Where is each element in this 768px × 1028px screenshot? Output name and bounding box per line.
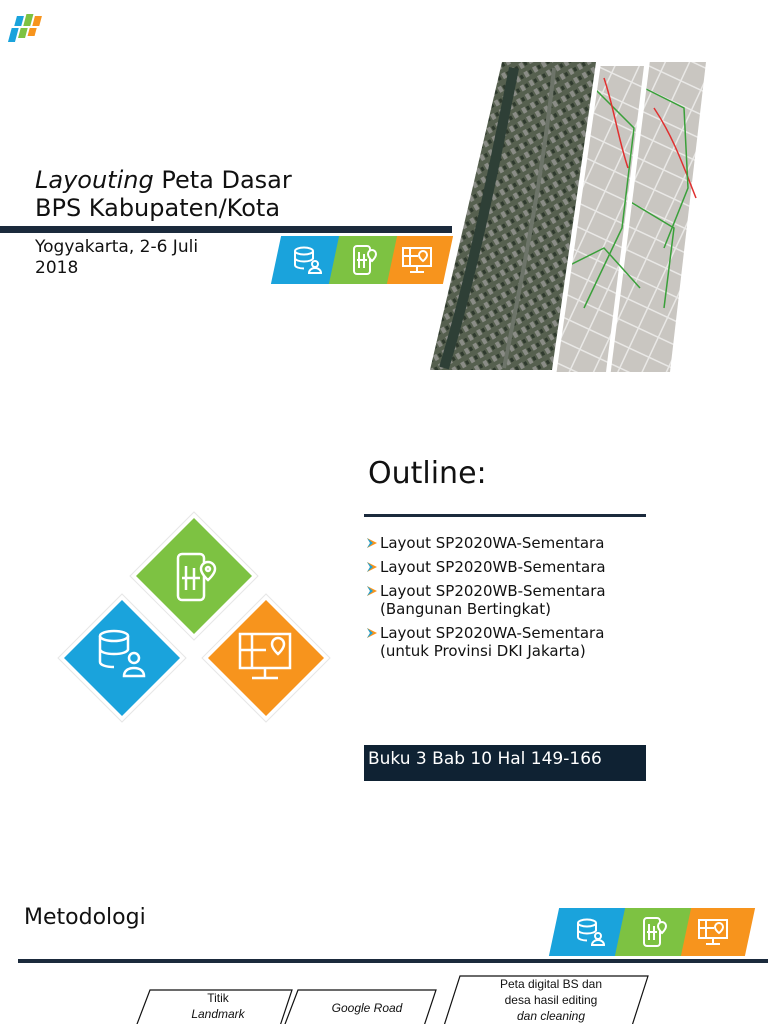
outline-title: Outline:: [368, 456, 487, 491]
arrow-bullet-icon: [367, 628, 377, 638]
reference-box: Buku 3 Bab 10 Hal 149-166: [364, 745, 646, 781]
reference-text: Buku 3 Bab 10 Hal 149-166: [368, 749, 602, 769]
outline-item: Layout SP2020WA-Sementara: [366, 534, 666, 552]
bps-logo: [7, 12, 52, 48]
mobile-map-icon: [643, 917, 668, 947]
database-user-icon: [294, 246, 323, 274]
arrow-bullet-icon: [367, 562, 377, 572]
flow-box-line3: dan cleaning: [516, 1009, 586, 1023]
mobile-map-icon: [353, 245, 378, 275]
arrow-bullet-icon: [367, 538, 377, 548]
outline-item: Layout SP2020WB-Sementara (Bangunan Bert…: [366, 582, 666, 618]
subtitle-line2: 2018: [35, 258, 79, 278]
flow-box-landmark: Titik Landmark: [158, 990, 278, 1022]
outline-item-line1: Layout SP2020WB-Sementara: [380, 558, 606, 576]
map-display-icon: [698, 919, 728, 945]
map-display-icon: [402, 247, 432, 273]
slide1-subtitle: Yogyakarta, 2-6 Juli 2018: [35, 237, 198, 279]
flow-box-line2: Landmark: [191, 1007, 245, 1021]
flow-box-peta-digital: Peta digital BS dan desa hasil editing d…: [466, 976, 636, 1024]
metodologi-divider: [18, 959, 768, 963]
map-imagery-panels: [404, 48, 768, 384]
flow-box-line1: Peta digital BS dan: [499, 977, 603, 991]
outline-item-line2: (untuk Provinsi DKI Jakarta): [380, 642, 586, 660]
title-line2: BPS Kabupaten/Kota: [35, 194, 281, 222]
database-user-icon: [98, 629, 146, 678]
title-divider: [0, 226, 452, 233]
metodologi-title: Metodologi: [24, 905, 146, 930]
flow-box-line2: desa hasil editing: [504, 993, 598, 1007]
title-italic: Layouting: [35, 166, 154, 194]
icon-band: [548, 908, 758, 956]
slide1-title: Layouting Peta Dasar BPS Kabupaten/Kota: [35, 166, 292, 222]
mobile-map-icon: [176, 552, 217, 602]
icon-diamonds: [44, 510, 344, 742]
outline-list: Layout SP2020WA-Sementara Layout SP2020W…: [366, 534, 666, 666]
outline-divider: [364, 514, 646, 517]
outline-item-line2: (Bangunan Bertingkat): [380, 600, 551, 618]
outline-item: Layout SP2020WA-Sementara (untuk Provins…: [366, 624, 666, 660]
database-user-icon: [577, 918, 606, 946]
outline-item: Layout SP2020WB-Sementara: [366, 558, 666, 576]
outline-item-line1: Layout SP2020WA-Sementara: [380, 534, 605, 552]
flow-box-google-road: Google Road: [304, 1000, 430, 1016]
flow-box-line1: Google Road: [331, 1001, 403, 1015]
outline-item-line1: Layout SP2020WA-Sementara: [380, 624, 605, 642]
arrow-bullet-icon: [367, 586, 377, 596]
outline-item-line1: Layout SP2020WB-Sementara: [380, 582, 606, 600]
title-rest: Peta Dasar: [153, 166, 292, 194]
map-display-icon: [238, 632, 292, 680]
subtitle-line1: Yogyakarta, 2-6 Juli: [35, 237, 199, 257]
method-flow: Titik Landmark Google Road Peta digital …: [120, 972, 680, 1028]
flow-box-line1: Titik: [207, 991, 229, 1005]
icon-band: [270, 236, 456, 284]
